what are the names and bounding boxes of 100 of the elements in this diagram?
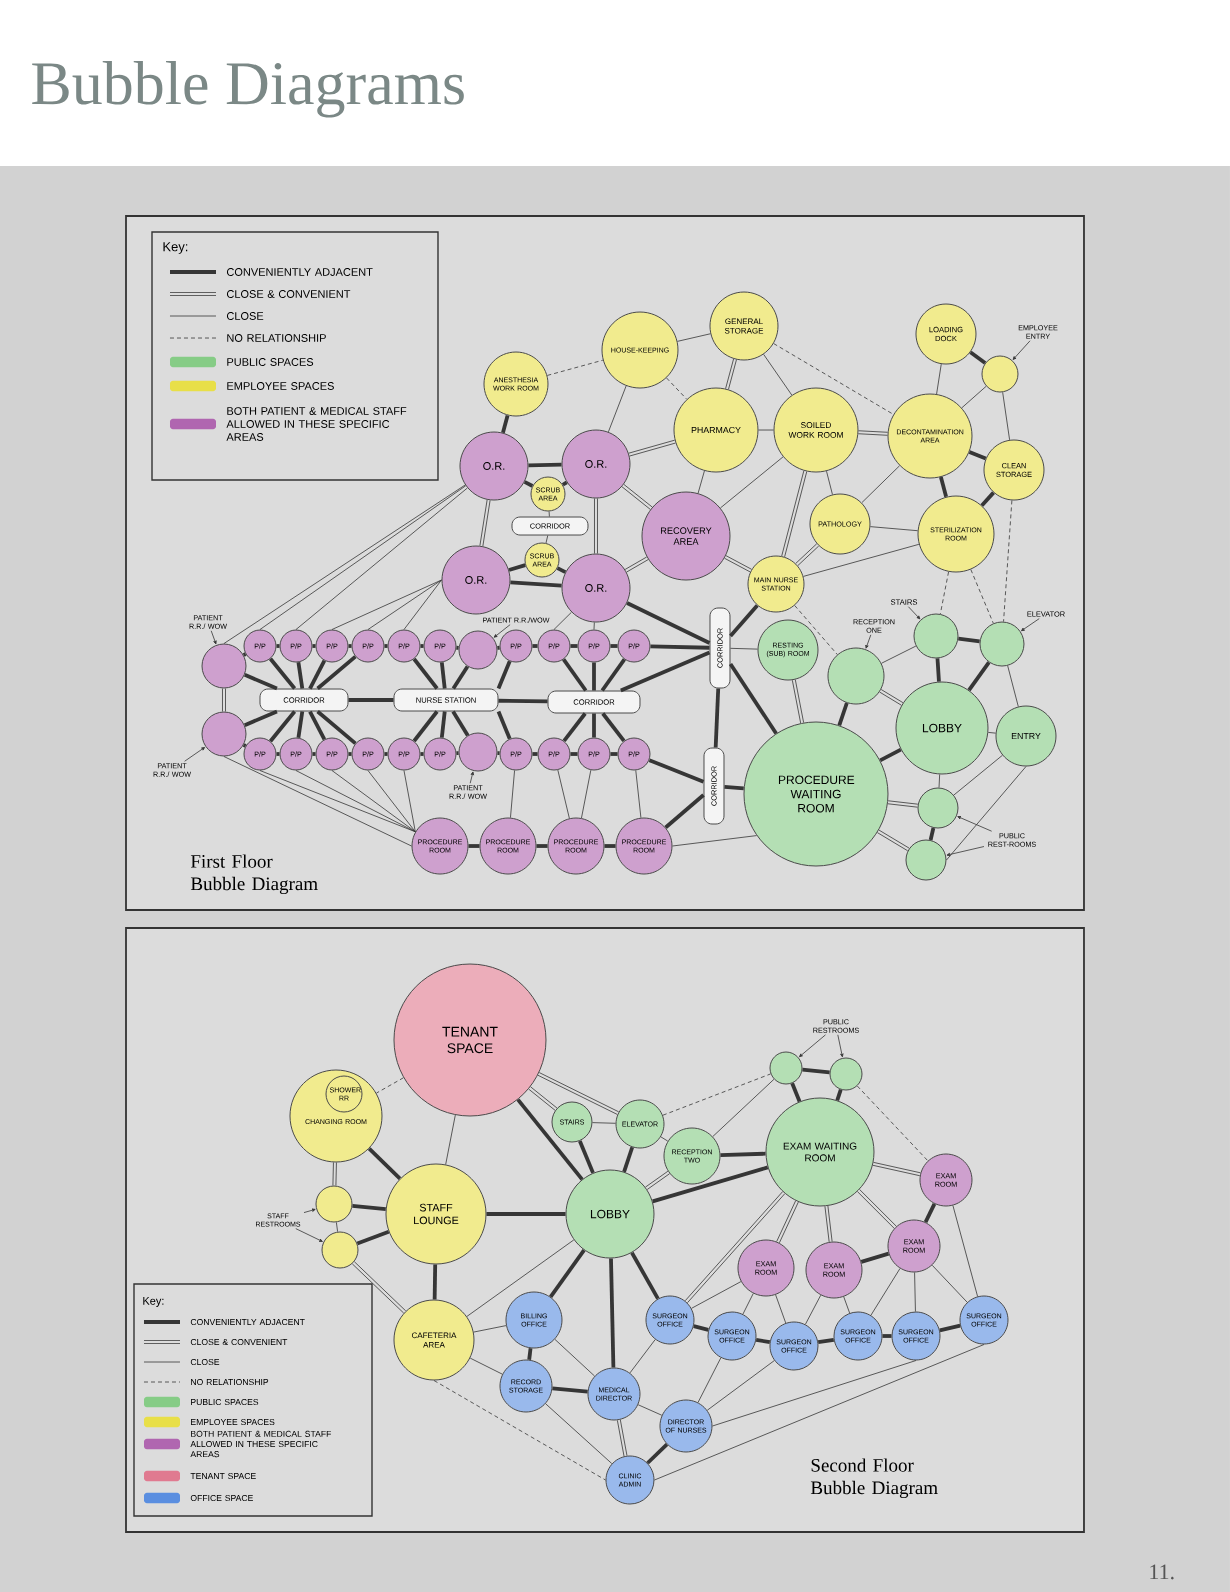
connector-line: [805, 1294, 822, 1325]
connector-line: [592, 713, 596, 738]
connector-line: [486, 1212, 566, 1216]
double-line: [724, 555, 752, 573]
connector-line: [592, 1122, 616, 1124]
connector-line: [629, 1339, 656, 1374]
connector-line: [384, 752, 388, 756]
connector-line: [693, 1324, 709, 1332]
connector-line: [496, 660, 512, 690]
connector-line: [609, 1258, 616, 1368]
double-line: [222, 688, 226, 712]
connector-line: [861, 465, 900, 504]
connector-line: [433, 1380, 606, 1481]
leader-arrow: [1021, 618, 1040, 632]
connector-line: [953, 754, 1003, 796]
leader-arrow: [210, 630, 217, 645]
connector-line: [469, 1357, 503, 1375]
double-line: [621, 484, 653, 510]
connector-line: [223, 756, 412, 847]
connector-line: [536, 844, 548, 848]
connector-line: [775, 1294, 787, 1324]
connector-line: [856, 1085, 929, 1162]
connector-line: [677, 333, 711, 342]
connector-line: [662, 1073, 771, 1116]
connector-line: [968, 450, 987, 461]
connector-line: [557, 769, 570, 819]
connector-line: [527, 1348, 533, 1360]
double-line: [684, 1191, 786, 1304]
connector-line: [952, 1205, 978, 1297]
connector-line: [439, 662, 447, 689]
connector-line: [259, 485, 467, 630]
connector-line: [712, 1360, 917, 1427]
connector-line: [826, 470, 833, 495]
connector-line: [835, 1089, 843, 1101]
connector-line: [931, 1264, 968, 1303]
connector-line: [497, 645, 500, 650]
connector-line: [712, 1078, 775, 1137]
connector-line: [946, 766, 1027, 861]
connector-line: [456, 645, 459, 650]
connector-line: [259, 770, 416, 833]
double-line: [594, 498, 598, 554]
connector-line: [601, 712, 626, 743]
connector-line: [987, 732, 997, 734]
connector-line: [296, 662, 305, 689]
room-bubble: [458, 732, 498, 772]
double-line: [791, 679, 805, 724]
double-line: [879, 689, 904, 706]
connector-line: [936, 363, 942, 395]
room-bubble: [905, 839, 947, 881]
connector-line: [501, 414, 510, 434]
connector-line: [637, 1404, 663, 1416]
connector-line: [546, 359, 604, 376]
connector-line: [870, 526, 919, 532]
connector-line: [554, 1338, 595, 1377]
connector-line: [697, 1357, 722, 1403]
connector-line: [367, 1147, 402, 1180]
connector-line: [348, 752, 352, 756]
connector-line: [939, 571, 949, 615]
connector-line: [728, 662, 778, 735]
page-title: Bubble Diagrams: [32, 61, 464, 118]
connector-line: [545, 1403, 613, 1464]
connector-line: [870, 1268, 901, 1316]
connector-line: [646, 1443, 669, 1465]
room-bubble: [979, 621, 1025, 667]
double-line: [887, 800, 919, 808]
room-bubble: [315, 1185, 353, 1223]
leader-arrow: [908, 606, 921, 620]
connector-line: [794, 605, 838, 655]
connector-line: [403, 579, 442, 630]
connector-line: [276, 752, 280, 756]
connector-line: [648, 758, 705, 784]
leader-arrow: [493, 624, 511, 638]
double-line: [872, 1161, 921, 1177]
connector-line: [654, 1344, 985, 1481]
connector-line: [331, 579, 442, 630]
double-line: [537, 1072, 620, 1115]
connector-line: [384, 644, 388, 648]
diagram-caption: Second Floor Bubble Diagram: [810, 1458, 938, 1499]
connector-line: [451, 710, 470, 737]
connector-line: [790, 1082, 802, 1103]
connector-line: [879, 747, 902, 763]
connector-line: [923, 1203, 937, 1223]
connector-line: [969, 350, 987, 365]
connector-line: [664, 793, 705, 829]
connector-line: [562, 658, 588, 692]
connector-line: [578, 1140, 595, 1174]
double-line: [857, 430, 889, 436]
connector-line: [706, 1360, 775, 1411]
connector-line: [758, 429, 774, 431]
double-line: [781, 470, 808, 558]
connector-line: [935, 658, 941, 682]
connector-line: [367, 770, 416, 833]
connector-line: [958, 636, 980, 644]
connector-line: [928, 827, 936, 841]
connector-line: [650, 644, 710, 650]
connector-line: [466, 1239, 575, 1317]
connector-line: [581, 769, 592, 819]
connector-line: [528, 462, 562, 468]
connector-line: [420, 752, 424, 756]
connector-line: [802, 1067, 830, 1075]
